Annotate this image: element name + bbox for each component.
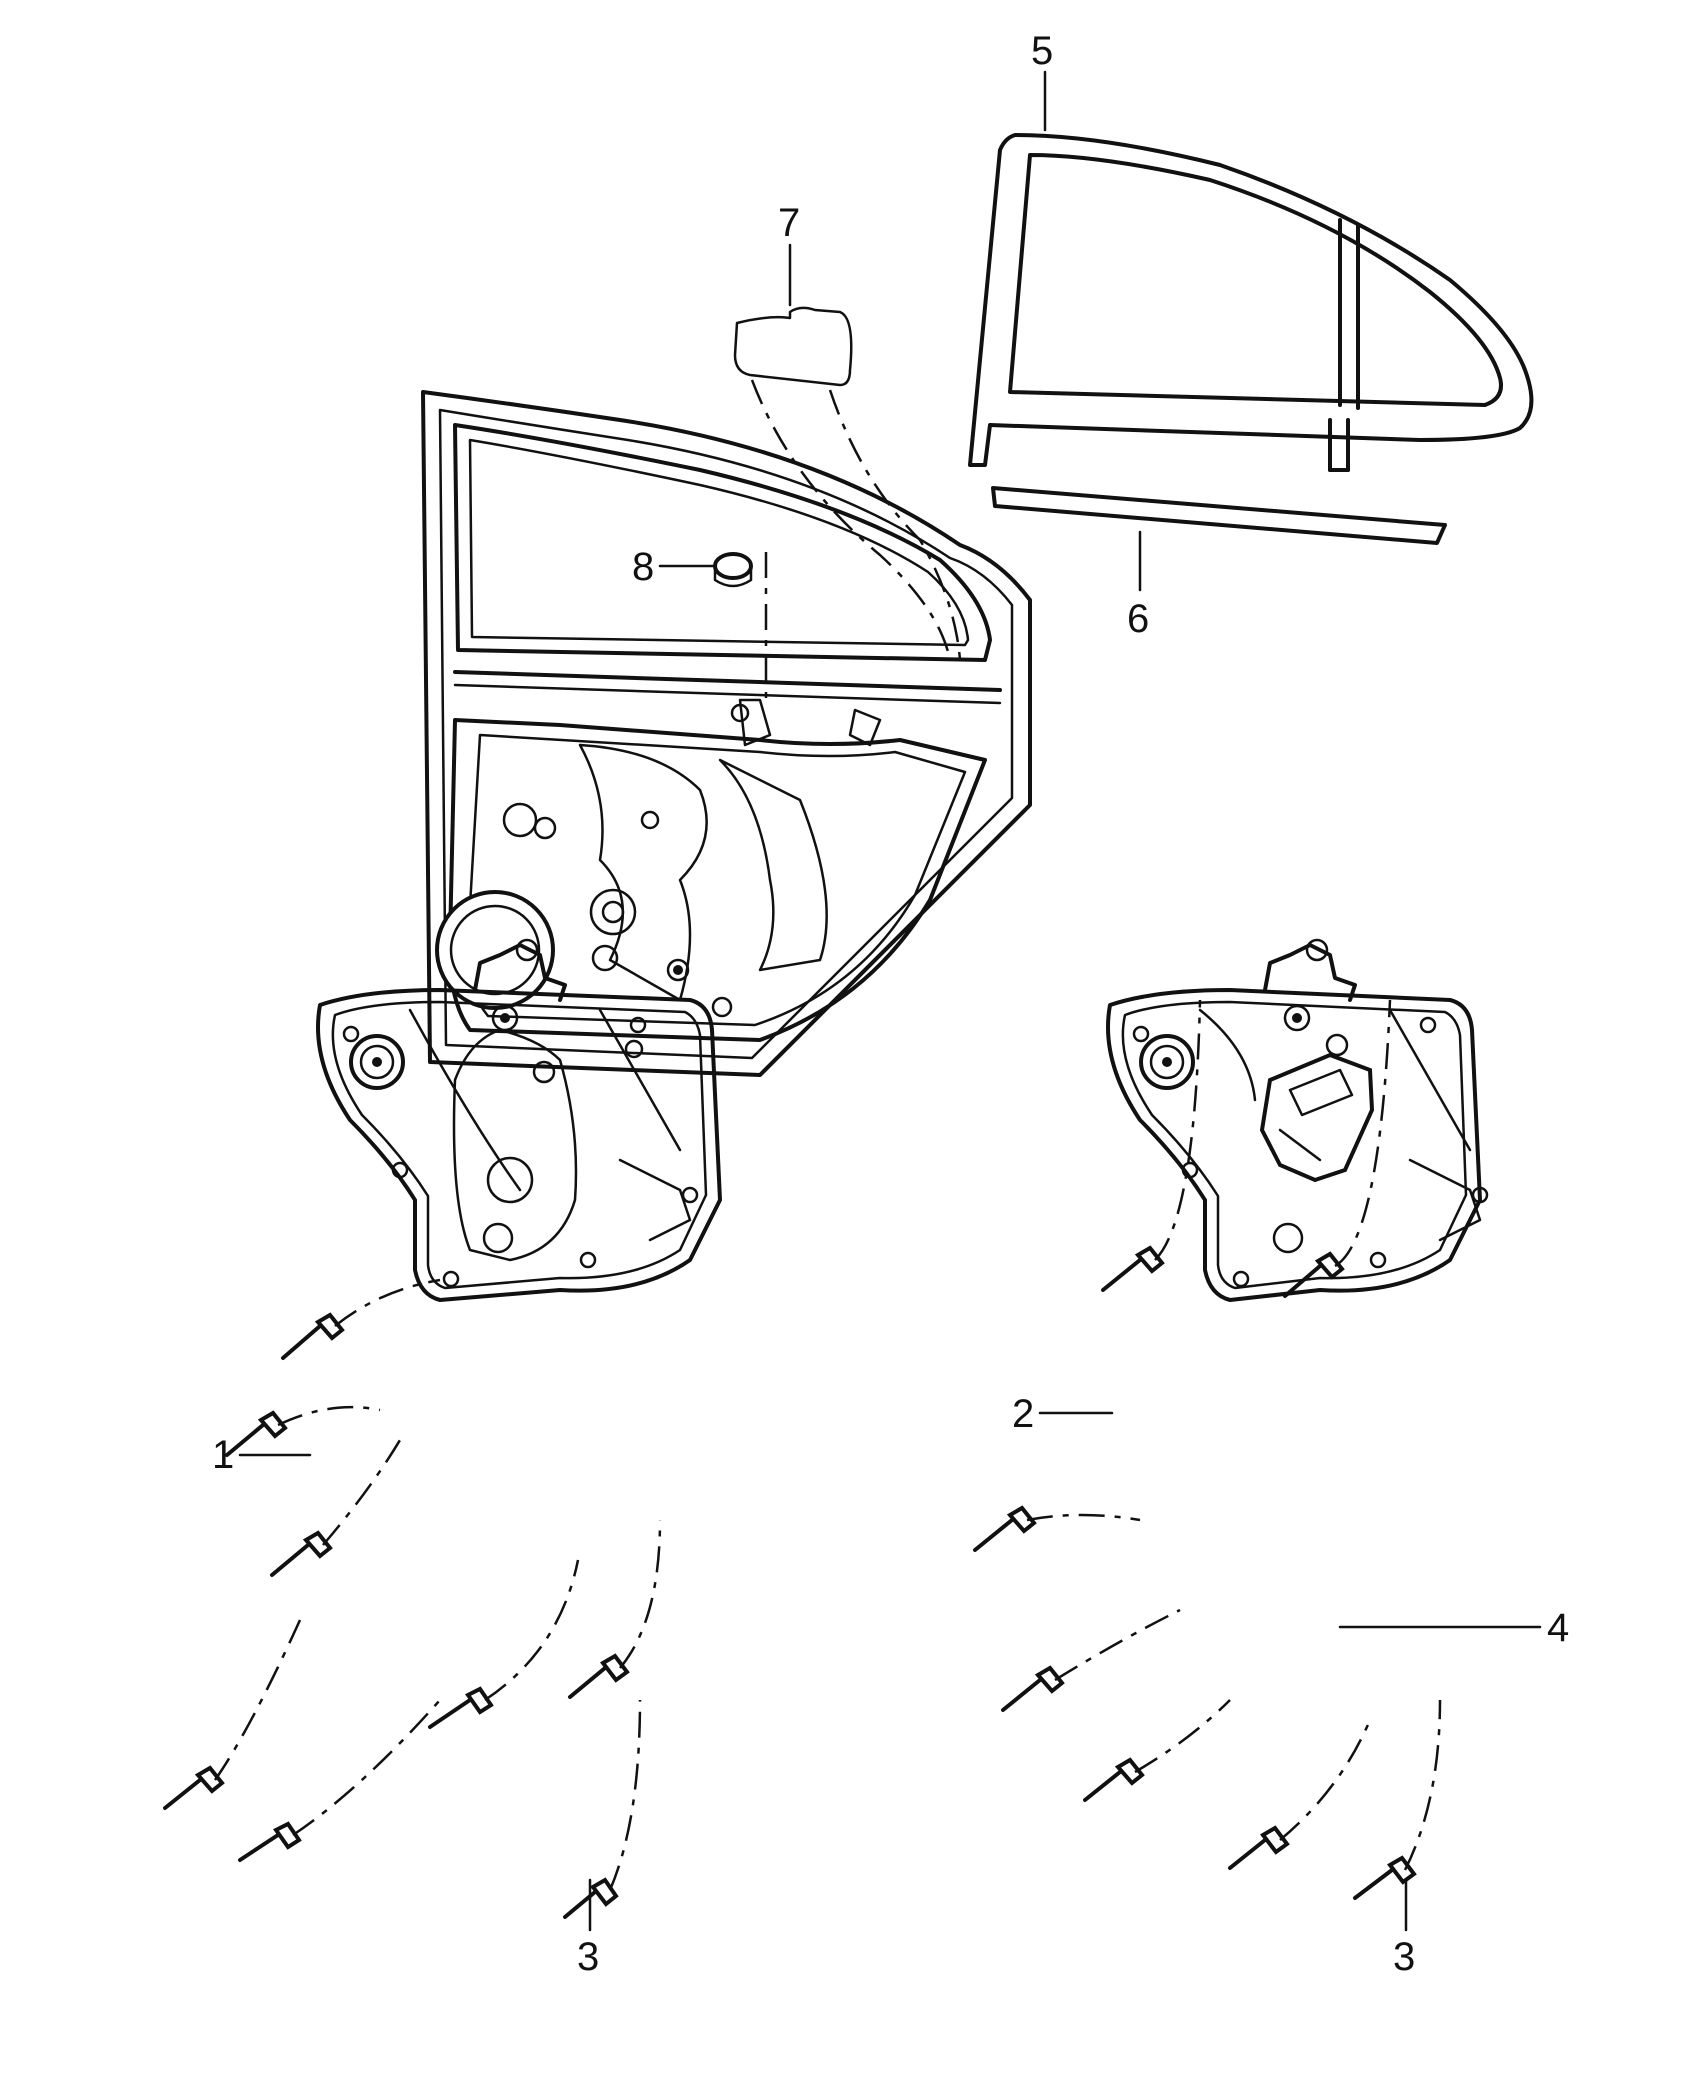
callout-5: 5 xyxy=(1031,29,1053,73)
rivet-icon xyxy=(238,1821,302,1862)
rivet-icon xyxy=(1283,1251,1345,1298)
window-motor-part xyxy=(1259,1052,1375,1183)
assembly-carrier-left xyxy=(316,938,722,1302)
callout-2: 2 xyxy=(1012,1392,1034,1436)
rivets-right xyxy=(973,999,1442,1900)
rivets-left xyxy=(163,1278,662,1919)
insulating-foil-part xyxy=(733,306,962,661)
assembly-carrier-right xyxy=(1106,938,1489,1302)
callout-4: 4 xyxy=(1547,1606,1569,1650)
rivet-icon xyxy=(1228,1825,1290,1870)
window-strip-part xyxy=(991,486,1447,545)
callout-8: 8 xyxy=(632,545,654,589)
window-seal-part xyxy=(968,133,1534,472)
rivet-icon xyxy=(163,1765,225,1810)
callout-1: 1 xyxy=(212,1433,234,1477)
rivet-icon xyxy=(1001,1665,1065,1712)
callout-7: 7 xyxy=(778,201,800,245)
plug-part xyxy=(713,552,768,700)
rivet-icon xyxy=(568,1653,630,1699)
callout-3-left: 3 xyxy=(577,1935,599,1979)
rivet-icon xyxy=(1083,1757,1145,1802)
rear-door-shell xyxy=(421,390,1032,1077)
rivet-icon xyxy=(973,1505,1037,1552)
rivet-icon xyxy=(1101,1245,1165,1292)
callout-labels: 5 7 8 6 1 2 4 3 3 xyxy=(212,29,1569,1979)
callout-6: 6 xyxy=(1127,597,1149,641)
rivet-icon xyxy=(270,1530,333,1577)
rivet-icon xyxy=(428,1686,494,1729)
callout-leaders xyxy=(238,70,1542,1932)
rivet-icon xyxy=(1353,1855,1417,1900)
rivet-icon xyxy=(225,1410,288,1457)
rivet-icon xyxy=(281,1312,345,1360)
callout-3-right: 3 xyxy=(1393,1935,1415,1979)
